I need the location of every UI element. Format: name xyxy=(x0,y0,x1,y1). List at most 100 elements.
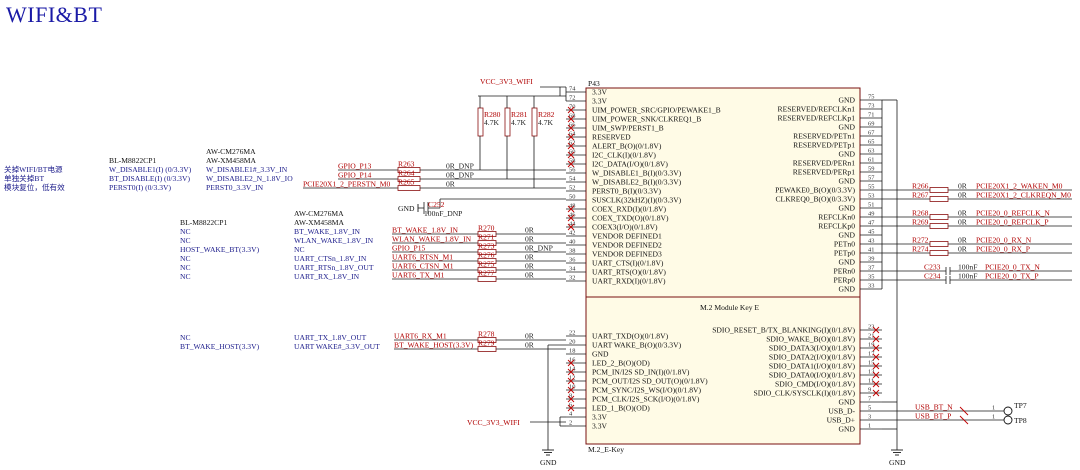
pin-number: 39 xyxy=(868,256,874,263)
aw-signal: UART_RX_1.8V_IN xyxy=(294,272,360,281)
pin-number: 55 xyxy=(868,184,874,191)
cap-value: 100nF xyxy=(958,272,977,281)
pin-name: USB_D+ xyxy=(827,416,855,425)
nc-mark xyxy=(567,106,575,114)
resistor-ref: R264 xyxy=(398,169,415,178)
pin-number: 44 xyxy=(569,221,576,228)
r282-value: 4.7K xyxy=(538,118,553,127)
bl-signal: NC xyxy=(180,254,191,263)
pin-name: VENDOR DEFINED2 xyxy=(592,241,662,250)
pin-number: 60 xyxy=(569,149,575,156)
usb-break-mark xyxy=(959,415,969,425)
bl-signal: HOST_WAKE_BT(3.3V) xyxy=(180,245,260,254)
net-label: GPIO_P15 xyxy=(392,244,426,253)
pin-name: GND xyxy=(839,398,856,407)
pin-number: 65 xyxy=(868,139,874,146)
nc-mark xyxy=(872,353,880,361)
pin-name: CLKREQ0_B(O)(0/3.3V) xyxy=(775,195,855,204)
resistor-value: 0R_DNP xyxy=(446,171,474,180)
pin-number: 14 xyxy=(569,366,576,373)
vcc-bottom-label: VCC_3V3_WIFI xyxy=(467,418,520,427)
pin-name: 3.3V xyxy=(592,88,607,97)
resistor-value: 0R xyxy=(525,253,535,262)
pin-number: 73 xyxy=(868,103,874,110)
aw-title-1-top: AW-CM276MA xyxy=(206,147,256,156)
pin-name: UIM_POWER_SNK/CLKREQ1_B xyxy=(592,115,701,124)
resistor-value: 0R_DNP xyxy=(525,244,553,253)
pin-name: SDIO_DATA2(I/O)(0/1.8V) xyxy=(769,353,856,362)
pin-name: SUSCLK(32kHZ)(I)(0/3.3V) xyxy=(592,196,682,205)
pin-name: PERST0_B(I)(0/3.3V) xyxy=(592,187,661,196)
pin-name: REFCLKn0 xyxy=(818,213,855,222)
nc-mark xyxy=(872,326,880,334)
pin-name: UART_RTS(O)(0/1.8V) xyxy=(592,268,666,277)
pin-name: ALERT_B(O)(0/1.8V) xyxy=(592,142,662,151)
pin-number: 72 xyxy=(569,95,575,102)
net-label: GPIO_P13 xyxy=(338,162,372,171)
resistor-ref: R267 xyxy=(912,191,929,200)
resistor-value: 0R xyxy=(525,271,535,280)
aw-title-2-top: AW-XM458MA xyxy=(206,156,257,165)
pin-number: 12 xyxy=(569,375,575,382)
pin-number: 4 xyxy=(569,411,573,418)
pin-name: UIM_SWP/PERST1_B xyxy=(592,124,664,133)
usb-break-mark xyxy=(959,406,969,416)
pin-name: GND xyxy=(839,177,856,186)
pin-number: 57 xyxy=(868,175,875,182)
nc-mark xyxy=(567,133,575,141)
pin-number: 40 xyxy=(569,239,575,246)
pin-number: 50 xyxy=(569,194,575,201)
aw-signal: UART WAKE#_3.3V_OUT xyxy=(294,342,380,351)
note-cn-2: 单独关掉BT xyxy=(4,173,44,183)
bl-signal-3: PERST0(I) (0/3.3V) xyxy=(109,183,171,192)
nc-mark xyxy=(567,160,575,168)
resistor-ref: R268 xyxy=(912,209,929,218)
nc-mark xyxy=(872,344,880,352)
r281-value: 4.7K xyxy=(511,118,526,127)
resistor-r280 xyxy=(477,107,484,137)
pin-name: 3.3V xyxy=(592,97,607,106)
pin-name: I2C_CLK(I)(0/1.8V) xyxy=(592,151,656,160)
pin-number: 13 xyxy=(868,369,874,376)
pin-number: 18 xyxy=(569,348,575,355)
pin-name: SDIO_DATA3(I/O)(0/1.8V) xyxy=(769,344,856,353)
resistor-ref: R273 xyxy=(478,242,495,251)
pin-name: COEX3(I/O)(0/1.8V) xyxy=(592,223,658,232)
series-resistor xyxy=(929,223,949,229)
bl-signal: NC xyxy=(180,227,191,236)
pin-name: PCM_IN/I2S SD_IN(I)(0/1.8V) xyxy=(592,368,690,377)
r280-value: 4.7K xyxy=(484,118,499,127)
net-label: PCIE20X1_2_WAKEN_M0 xyxy=(976,182,1063,191)
pin-number: 37 xyxy=(868,265,875,272)
chip-ref: P43 xyxy=(588,79,600,88)
series-resistor xyxy=(929,241,949,247)
resistor-r282 xyxy=(531,107,538,137)
resistor-value: 0R xyxy=(525,226,535,235)
note-cn-3: 模块复位，低有效 xyxy=(4,182,65,192)
aw-signal: UART_TX_1.8V_OUT xyxy=(294,333,367,342)
pin-number: 46 xyxy=(569,212,575,219)
test-point-label: TP7 xyxy=(1014,401,1027,410)
pin-number: 20 xyxy=(569,339,575,346)
nc-mark xyxy=(567,151,575,159)
resistor-ref: R270 xyxy=(478,224,495,233)
pin-name: GND xyxy=(839,204,856,213)
resistor-ref: R275 xyxy=(478,260,495,269)
pin-name: SDIO_DATA0(I/O)(0/1.8V) xyxy=(769,371,856,380)
pin-name: COEX_TXD(O)(0/1.8V) xyxy=(592,214,669,223)
pin-number: 5 xyxy=(868,405,871,412)
net-label: UART6_CTSN_M1 xyxy=(392,262,454,271)
resistor-ref: R279 xyxy=(478,339,495,348)
pin-name: RESERVED/REFCLKn1 xyxy=(778,105,856,114)
pin-name: RESERVED xyxy=(592,133,631,142)
net-label: BT_WAKE_1.8V_IN xyxy=(392,226,459,235)
resistor-value: 0R xyxy=(525,235,535,244)
pin-number: 22 xyxy=(569,330,575,337)
pin-name: LED_1_B(O)(OD) xyxy=(592,404,650,413)
gnd-label-c252: GND xyxy=(398,204,415,213)
net-label: UART6_RTSN_M1 xyxy=(392,253,453,262)
pin-name: GND xyxy=(839,258,856,267)
ground-symbols: GND GND xyxy=(530,87,906,467)
resistor-value: 0R xyxy=(525,341,535,350)
resistor-value: 0R_DNP xyxy=(446,162,474,171)
